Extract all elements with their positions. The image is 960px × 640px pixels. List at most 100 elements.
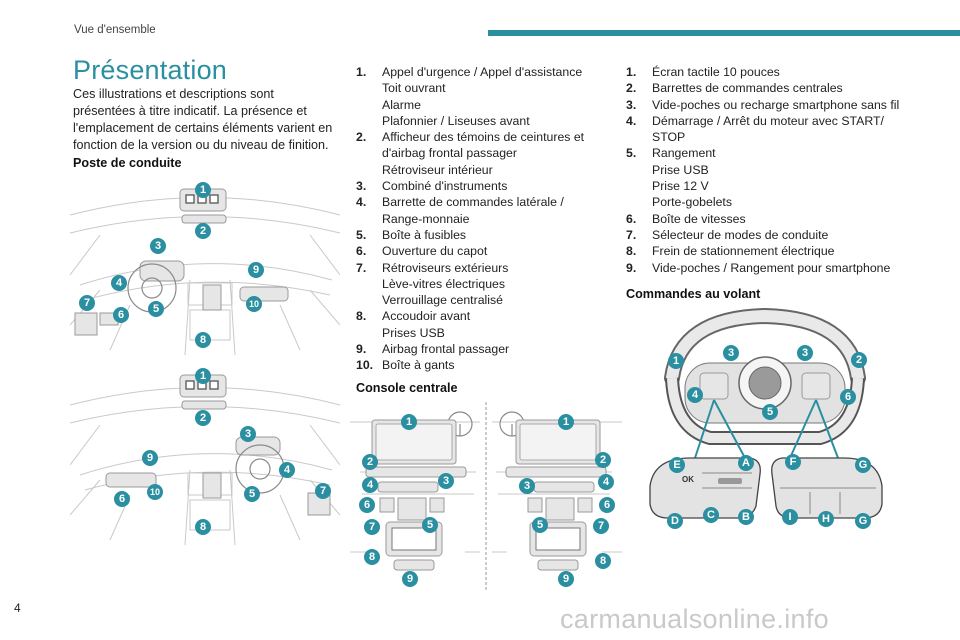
heading-console-centrale: Console centrale (356, 381, 458, 395)
callout-dash-lhd-5: 5 (148, 301, 164, 317)
svg-text:F: F (790, 456, 797, 468)
callout-console-left-5: 5 (422, 517, 438, 533)
dashboard-rhd-illustration: 1 2 3 4 5 6 7 8 9 10 (70, 368, 340, 546)
list-item: 6.Boîte de vitesses (626, 211, 746, 226)
page-title: Présentation (73, 55, 227, 85)
svg-text:3: 3 (802, 347, 808, 359)
svg-text:8: 8 (600, 555, 606, 567)
callout-dash-lhd-8: 8 (195, 332, 211, 348)
callout-wheel-4: 4 (687, 387, 703, 403)
callout-pad-b: B (738, 509, 754, 525)
callout-pad-e: E (669, 457, 685, 473)
list-item: 6.Ouverture du capot (356, 244, 488, 259)
svg-text:7: 7 (369, 521, 375, 533)
svg-text:9: 9 (147, 452, 153, 464)
svg-text:6: 6 (845, 391, 851, 403)
svg-text:A: A (742, 457, 750, 469)
callout-console-left-4: 4 (362, 477, 378, 493)
svg-text:5: 5 (249, 488, 255, 500)
callout-dash-rhd-7: 7 (315, 483, 331, 499)
svg-text:5: 5 (767, 406, 773, 418)
callout-dash-rhd-8: 8 (195, 519, 211, 535)
header-section-title: Vue d'ensemble (74, 24, 156, 36)
callout-pad-h: H (818, 511, 834, 527)
callout-dash-lhd-2: 2 (195, 223, 211, 239)
list-item: 1.Écran tactile 10 pouces (626, 65, 780, 79)
callout-console-right-8: 8 (595, 553, 611, 569)
callout-dash-rhd-2: 2 (195, 410, 211, 426)
svg-text:3: 3 (155, 240, 161, 252)
list-item: 3.Combiné d'instruments (356, 179, 508, 194)
callout-pad-a: A (738, 455, 754, 471)
svg-text:G: G (859, 515, 868, 527)
callout-wheel-1: 1 (668, 353, 684, 369)
heading-commandes-au-volant: Commandes au volant (626, 287, 761, 301)
callout-console-left-8: 8 (364, 549, 380, 565)
callout-console-right-3: 3 (519, 478, 535, 494)
svg-text:8: 8 (200, 521, 206, 533)
svg-text:4: 4 (603, 476, 610, 488)
callout-console-left-6: 6 (359, 497, 375, 513)
callout-wheel-3b: 3 (797, 345, 813, 361)
callout-pad-g-bottom: G (855, 513, 871, 529)
callout-console-left-7: 7 (364, 519, 380, 535)
console-illustration: 1 2 3 4 5 6 7 8 9 1 2 3 4 5 6 7 8 9 (350, 402, 622, 590)
callout-wheel-6: 6 (840, 389, 856, 405)
callout-dash-rhd-1: 1 (195, 368, 211, 384)
svg-text:3: 3 (524, 480, 530, 492)
svg-text:9: 9 (407, 573, 413, 585)
list-item: 8.Frein de stationnement électrique (626, 244, 835, 259)
heading-poste-de-conduite: Poste de conduite (73, 156, 182, 170)
callout-console-right-4: 4 (598, 474, 614, 490)
callout-console-right-9: 9 (558, 571, 574, 587)
list-item: 2.Barrettes de commandes centrales (626, 81, 843, 96)
callout-console-right-7: 7 (593, 518, 609, 534)
callout-dash-rhd-4: 4 (279, 462, 295, 478)
svg-text:4: 4 (367, 479, 374, 491)
svg-text:1: 1 (406, 416, 412, 428)
console-list: 1.Écran tactile 10 pouces 2.Barrettes de… (626, 64, 926, 276)
svg-text:8: 8 (200, 334, 206, 346)
callout-dash-rhd-6: 6 (114, 491, 130, 507)
svg-text:2: 2 (367, 456, 373, 468)
callout-dash-rhd-9: 9 (142, 450, 158, 466)
svg-text:6: 6 (118, 309, 124, 321)
svg-text:8: 8 (369, 551, 375, 563)
list-item: 9.Vide-poches / Rangement pour smartphon… (626, 260, 891, 275)
callout-console-left-3: 3 (438, 473, 454, 489)
callout-console-right-2: 2 (595, 452, 611, 468)
callout-wheel-3a: 3 (723, 345, 739, 361)
callout-dash-rhd-3: 3 (240, 426, 256, 442)
svg-text:10: 10 (150, 487, 160, 497)
callout-console-right-1: 1 (558, 414, 574, 430)
svg-text:E: E (673, 459, 680, 471)
svg-text:2: 2 (600, 454, 606, 466)
svg-text:C: C (707, 509, 715, 521)
list-item: 4.Démarrage / Arrêt du moteur avec START… (626, 113, 884, 145)
callout-dash-lhd-7: 7 (79, 295, 95, 311)
watermark: carmanualsonline.info (560, 604, 829, 634)
callout-console-left-9: 9 (402, 571, 418, 587)
list-item: 7.Sélecteur de modes de conduite (626, 227, 829, 242)
callout-dash-lhd-4: 4 (111, 275, 127, 291)
svg-text:4: 4 (116, 277, 123, 289)
list-item: 9.Airbag frontal passager (356, 342, 510, 357)
svg-text:2: 2 (200, 225, 206, 237)
svg-text:D: D (671, 515, 679, 527)
callout-pad-f: F (785, 454, 801, 470)
header-accent-rule (488, 30, 960, 36)
svg-text:B: B (742, 511, 750, 523)
steering-wheel-illustration: OK 1 2 3 3 4 5 6 A B C D E F G G H I (649, 308, 883, 529)
callout-console-left-1: 1 (401, 414, 417, 430)
callout-dash-lhd-9: 9 (248, 262, 264, 278)
svg-text:5: 5 (537, 519, 543, 531)
svg-text:6: 6 (119, 493, 125, 505)
svg-text:5: 5 (427, 519, 433, 531)
page-number: 4 (14, 601, 21, 615)
callout-pad-d: D (667, 513, 683, 529)
